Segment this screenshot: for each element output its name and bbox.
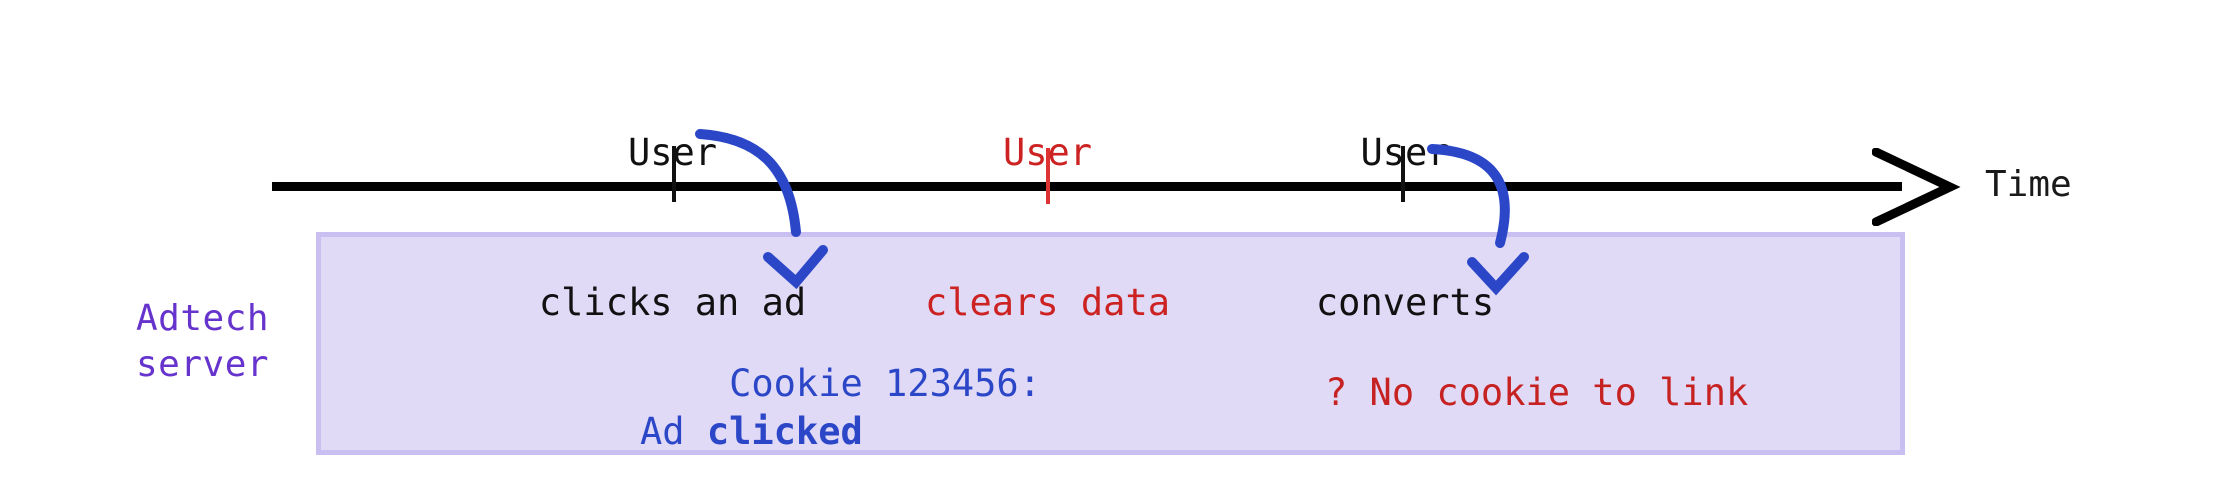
timeline-axis	[272, 182, 1902, 191]
event-label-clear-line2: clears data	[924, 281, 1171, 324]
adtech-server-label: Adtech server	[136, 296, 306, 388]
tick-user-clicks-an-ad	[672, 146, 676, 202]
no-conversion-note-line1: ? No cookie to link	[1325, 371, 1749, 414]
adtech-server-box	[316, 232, 1905, 455]
event-label-clear: User clears data	[915, 28, 1180, 428]
event-label-clear-line1: User	[1002, 131, 1093, 174]
cookie-click-note-line2-emphasis: clicked	[706, 410, 863, 453]
time-axis-label: Time	[1985, 164, 2072, 205]
tick-user-converts	[1401, 146, 1405, 202]
timeline-arrowhead-icon	[1872, 148, 1961, 226]
cookie-click-note: Cookie 123456: Ad clicked	[640, 312, 1041, 498]
event-label-click: User clicks an ad	[530, 28, 815, 428]
adtech-server-label-line1: Adtech	[136, 298, 270, 339]
cookie-click-note-line1: Cookie 123456:	[729, 362, 1041, 405]
tick-user-clears-data	[1046, 148, 1050, 204]
event-label-click-line1: User	[627, 131, 718, 174]
cookie-click-note-line2-prefix: Ad	[640, 410, 707, 453]
event-label-convert-line1: User	[1360, 131, 1450, 174]
no-conversion-note: ? No cookie to link this conversion to ⇒…	[1325, 275, 1748, 498]
adtech-server-label-line2: server	[136, 344, 270, 385]
event-label-click-line2: clicks an ad	[538, 281, 807, 324]
event-label-convert-line2: converts	[1315, 281, 1495, 324]
